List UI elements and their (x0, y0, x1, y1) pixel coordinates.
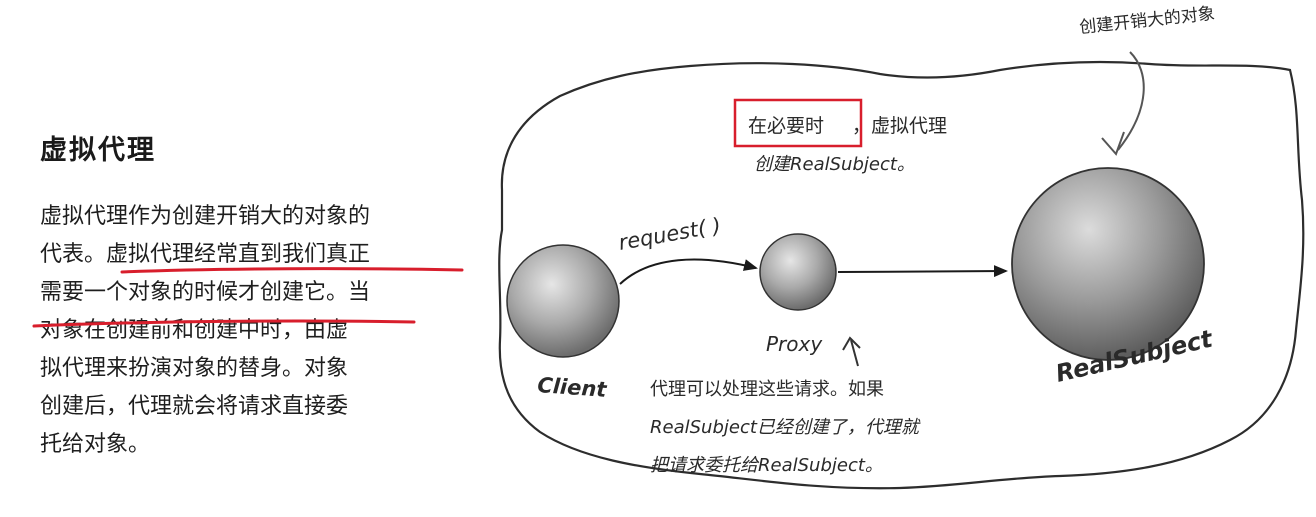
paragraph-line: 托给对象。 (40, 426, 480, 464)
underlined-text: 需要一个对象的时候才创建它 (40, 280, 327, 305)
annotation-arrow (1117, 51, 1145, 151)
paragraph-text: 托给对象。 (40, 432, 151, 457)
annotation-arrowhead (1101, 131, 1125, 156)
bottom-note-line2: RealSubject已经创建了，代理就 (650, 417, 921, 438)
client-sphere (506, 244, 620, 358)
realsubject-sphere (1011, 167, 1205, 361)
paragraph-line: 创建后，代理就会将请求直接委 (40, 388, 480, 426)
note-highlight-text: 在必要时 (748, 115, 824, 137)
paragraph-line: 代表。虚拟代理经常直到我们真正 (40, 236, 480, 274)
paragraph-line: 虚拟代理作为创建开销大的对象的 (40, 198, 480, 236)
paragraph-line: 拟代理来扮演对象的替身。对象 (40, 350, 480, 388)
paragraph-text: 代表。 (40, 242, 107, 267)
proxy-label: Proxy (766, 332, 823, 356)
section-paragraph: 虚拟代理作为创建开销大的对象的 代表。虚拟代理经常直到我们真正 需要一个对象的时… (40, 198, 480, 464)
proxy-pointer-arrow (850, 339, 859, 367)
paragraph-text: 。当 (326, 280, 371, 305)
forward-arrow (837, 265, 1008, 278)
note-text: ，虚拟代理 (852, 115, 947, 137)
diagram-blob-outline (498, 60, 1305, 490)
paragraph-text: 虚拟代理作为创建开销大的对象的 (40, 204, 371, 229)
paragraph-text: 创建后，代理就会将请求直接委 (40, 394, 349, 419)
top-annotation: 创建开销大的对象 (1078, 4, 1215, 38)
section-heading: 虚拟代理 (40, 135, 156, 166)
highlight-box (733, 98, 863, 148)
underline-mark (120, 267, 464, 274)
client-label: Client (537, 373, 609, 402)
underlined-text: 虚拟代理经常直到我们真正 (106, 242, 371, 267)
request-label: request( ) (617, 213, 723, 255)
proxy-sphere (759, 233, 837, 311)
request-arrow (619, 258, 758, 285)
note-text-line2: 创建RealSubject。 (754, 154, 915, 175)
paragraph-line: 需要一个对象的时候才创建它。当 (40, 274, 480, 312)
proxy-pointer-arrowhead (842, 336, 861, 351)
bottom-note-line3: 把请求委托给RealSubject。 (650, 455, 883, 476)
paragraph-text: 拟代理来扮演对象的替身。对象 (40, 356, 349, 381)
underline-mark (32, 319, 416, 328)
bottom-note-line1: 代理可以处理这些请求。如果 (650, 379, 884, 400)
